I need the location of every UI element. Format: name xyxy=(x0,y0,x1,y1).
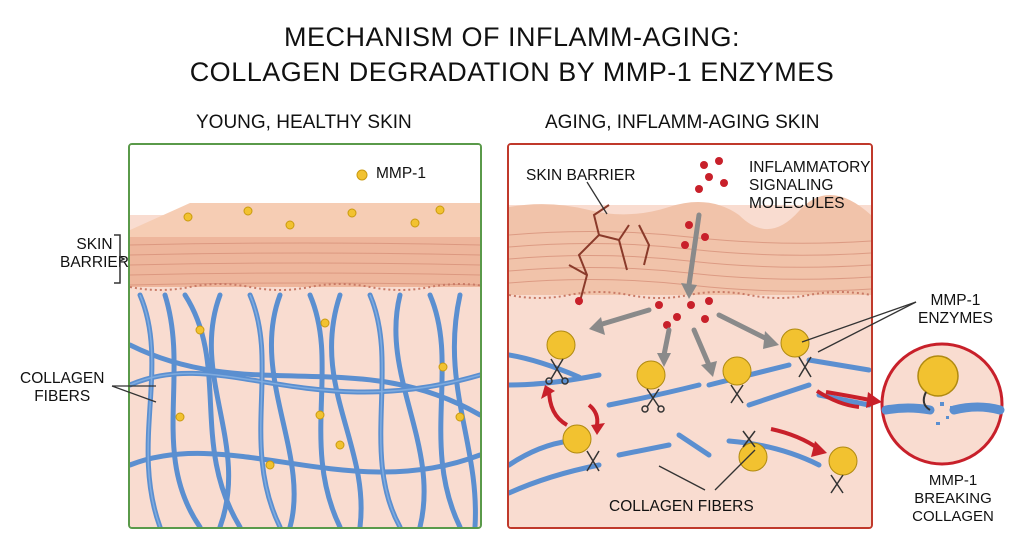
skin-barrier-layer xyxy=(130,237,480,287)
inflammatory-label: INFLAMMATORY SIGNALING MOLECULES xyxy=(749,159,871,212)
mmp1-enzymes-label: MMP-1 ENZYMES xyxy=(918,292,993,327)
right-panel-heading: AGING, INFLAMM-AGING SKIN xyxy=(545,112,820,133)
aging-collagen-label: COLLAGEN FIBERS xyxy=(609,498,754,515)
mmp1-dots xyxy=(175,169,465,470)
healthy-skin-panel: MMP-1 xyxy=(128,143,482,529)
title-line-1: MECHANISM OF INFLAMM-AGING: xyxy=(283,22,740,52)
skin-barrier-label: SKIN BARRIER xyxy=(60,236,129,271)
inset-label: MMP-1 BREAKING COLLAGEN xyxy=(912,472,994,525)
aging-skin-panel: SKIN BARRIER INFLAMMATORY SIGNALING MOLE… xyxy=(507,143,873,529)
aging-skin-barrier-label: SKIN BARRIER xyxy=(526,167,636,184)
signal-arrows xyxy=(596,212,772,368)
inset-circle xyxy=(880,342,1005,466)
epidermis-surface xyxy=(130,203,480,243)
inflammatory-molecules xyxy=(575,157,728,329)
mmp1-label: MMP-1 xyxy=(376,165,426,182)
collagen-fibers-label: COLLAGEN FIBERS xyxy=(20,370,105,405)
skin-barrier-bracket xyxy=(114,234,126,284)
barrier-cracks xyxy=(568,204,651,306)
title-line-2: COLLAGEN DEGRADATION BY MMP-1 ENZYMES xyxy=(189,57,835,87)
collagen-pointer-lines xyxy=(111,385,157,403)
scissors-icons xyxy=(545,356,844,494)
inset-arrow xyxy=(825,390,882,408)
mmp1-enzymes xyxy=(546,328,858,476)
left-panel-heading: YOUNG, HEALTHY SKIN xyxy=(196,112,412,133)
healthy-skin-illustration xyxy=(130,145,480,527)
barrier-leader-line xyxy=(586,181,608,215)
aging-skin-illustration xyxy=(509,145,871,527)
broken-collagen-fibers xyxy=(509,352,871,496)
enzyme-leader-lines xyxy=(801,301,917,353)
collagen-leader-lines xyxy=(658,449,756,491)
